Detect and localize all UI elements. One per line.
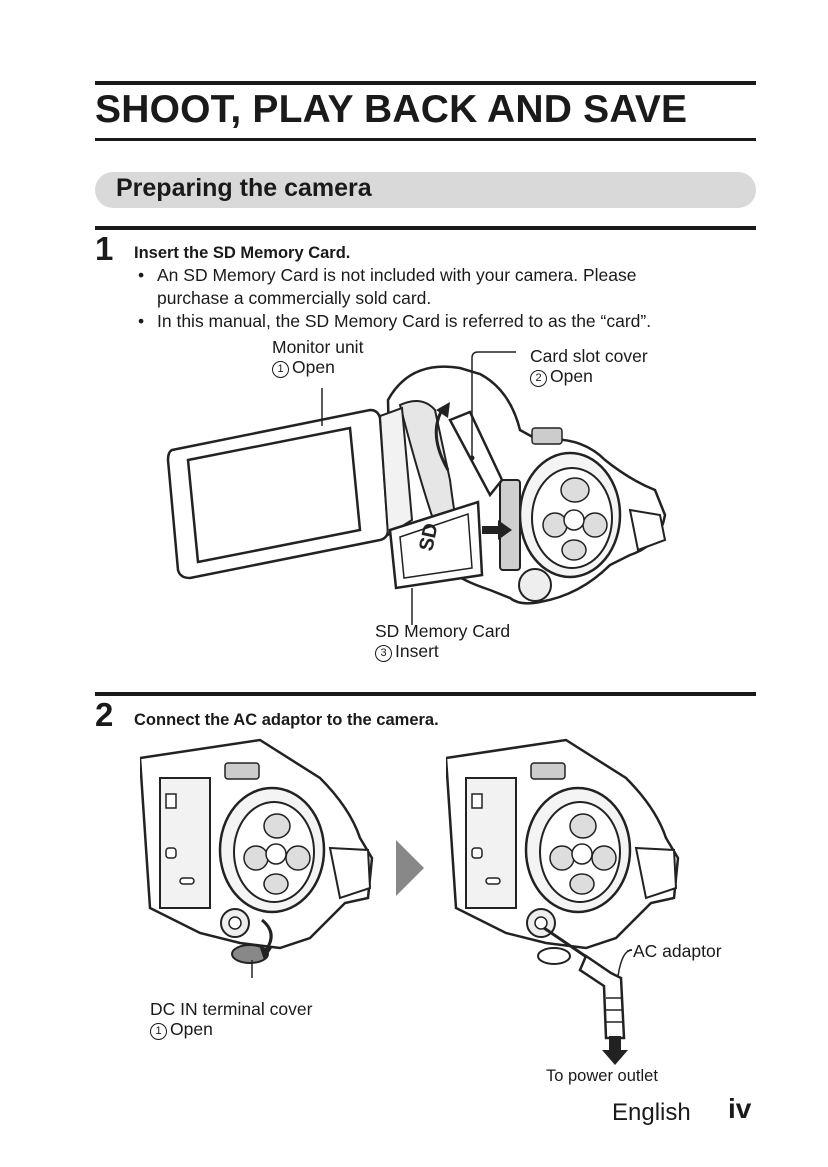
callout-name: Monitor unit <box>272 337 364 357</box>
callout-name: Card slot cover <box>530 346 648 366</box>
page-title: SHOOT, PLAY BACK AND SAVE <box>95 88 688 131</box>
ac-adaptor-callout: AC adaptor <box>633 941 722 961</box>
step2-heading: Connect the AC adaptor to the camera. <box>134 711 439 729</box>
title-underline <box>95 138 756 141</box>
play-arrow-icon <box>396 840 424 896</box>
step1-heading: Insert the SD Memory Card. <box>134 244 351 262</box>
callout-name: SD Memory Card <box>375 621 511 641</box>
callout-action: Open <box>550 366 593 386</box>
section-title: Preparing the camera <box>116 174 372 202</box>
bullet-text-line: purchase a commercially sold card. <box>157 288 432 308</box>
callout-number: 1 <box>150 1023 167 1040</box>
page-number: iv <box>728 1093 752 1124</box>
callout-number: 1 <box>272 361 289 378</box>
step2-rule <box>95 692 756 696</box>
callout-name: DC IN terminal cover <box>150 999 313 1019</box>
camera-card-insert-illustration: SD <box>166 351 667 625</box>
bullet-dot: • <box>138 311 145 331</box>
bullet-dot: • <box>138 265 145 285</box>
power-outlet-callout: To power outlet <box>546 1067 658 1085</box>
callout-action: Insert <box>395 641 439 661</box>
step1-number: 1 <box>95 230 114 267</box>
callout-number: 2 <box>530 370 547 387</box>
step1-bullet-1: • An SD Memory Card is not included with… <box>138 264 738 310</box>
callout-action: Open <box>170 1019 213 1039</box>
step2-number: 2 <box>95 696 114 733</box>
bullet-text-line: In this manual, the SD Memory Card is re… <box>157 311 652 331</box>
section-bar <box>95 172 756 208</box>
callout-number: 3 <box>375 645 392 662</box>
footer-language: English <box>612 1099 691 1126</box>
camera-ac-adaptor-illustration <box>446 738 680 1065</box>
step1-rule <box>95 226 756 230</box>
top-rule <box>95 81 756 85</box>
step1-bullet-2: • In this manual, the SD Memory Card is … <box>138 310 738 333</box>
bullet-text-line: An SD Memory Card is not included with y… <box>157 265 637 285</box>
camera-dc-cover-illustration <box>140 738 374 978</box>
callout-action: Open <box>292 357 335 377</box>
